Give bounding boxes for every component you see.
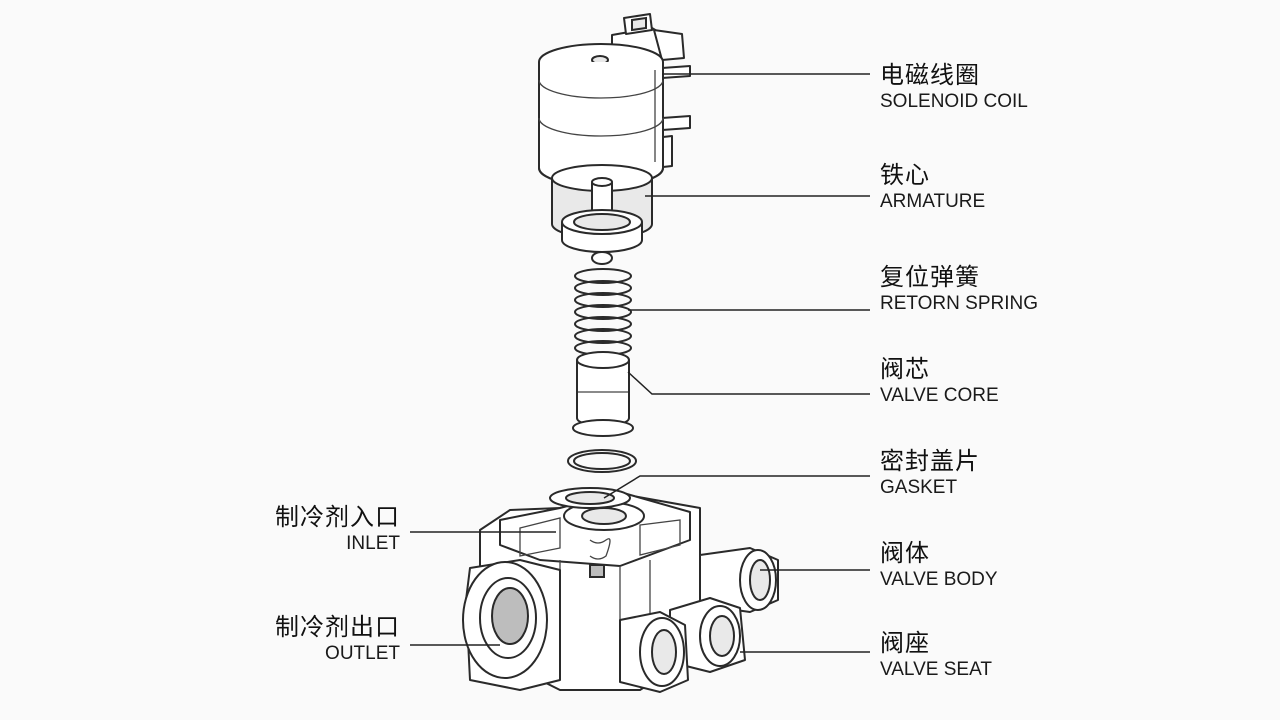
- label-outlet-zh: 制冷剂出口: [275, 613, 400, 641]
- label-valve-core-zh: 阀芯: [880, 355, 930, 383]
- label-armature-zh: 铁心: [880, 161, 930, 189]
- solenoid-coil: [538, 13, 691, 187]
- return-spring: [574, 268, 632, 356]
- label-valve-core-en: VALVE CORE: [880, 385, 999, 407]
- body-port-right: [699, 547, 779, 613]
- label-valve-seat-en: VALVE SEAT: [880, 659, 992, 681]
- label-outlet-en: OUTLET: [325, 643, 400, 665]
- gasket: [567, 449, 637, 473]
- leader-lines: [410, 73, 870, 653]
- armature: [551, 164, 653, 265]
- label-gasket: 密封盖片 GASKET: [880, 448, 980, 499]
- label-armature: 铁心 ARMATURE: [880, 162, 985, 213]
- label-armature-en: ARMATURE: [880, 191, 986, 213]
- valve-core: [572, 351, 634, 437]
- label-valve-core: 阀芯 VALVE CORE: [880, 356, 999, 407]
- label-solenoid-coil: 电磁线圈 SOLENOID COIL: [880, 62, 1028, 113]
- label-valve-body-en: VALVE BODY: [880, 569, 998, 591]
- label-gasket-en: GASKET: [880, 477, 958, 499]
- label-valve-seat: 阀座 VALVE SEAT: [880, 630, 992, 681]
- label-inlet-en: INLET: [346, 533, 400, 555]
- label-inlet-zh: 制冷剂入口: [275, 503, 400, 531]
- inlet-port: [462, 559, 561, 691]
- label-return-spring-en: RETORN SPRING: [880, 293, 1039, 315]
- label-valve-seat-zh: 阀座: [880, 629, 930, 657]
- label-solenoid-coil-en: SOLENOID COIL: [880, 91, 1028, 113]
- label-outlet: 制冷剂出口 OUTLET: [275, 614, 400, 665]
- label-return-spring: 复位弹簧 RETORN SPRING: [880, 264, 1038, 315]
- label-solenoid-coil-zh: 电磁线圈: [880, 61, 980, 89]
- label-return-spring-zh: 复位弹簧: [880, 263, 980, 291]
- label-gasket-zh: 密封盖片: [880, 447, 980, 475]
- valve-seat: [619, 597, 746, 693]
- label-valve-body-zh: 阀体: [880, 539, 930, 567]
- label-inlet: 制冷剂入口 INLET: [275, 504, 400, 555]
- label-valve-body: 阀体 VALVE BODY: [880, 540, 998, 591]
